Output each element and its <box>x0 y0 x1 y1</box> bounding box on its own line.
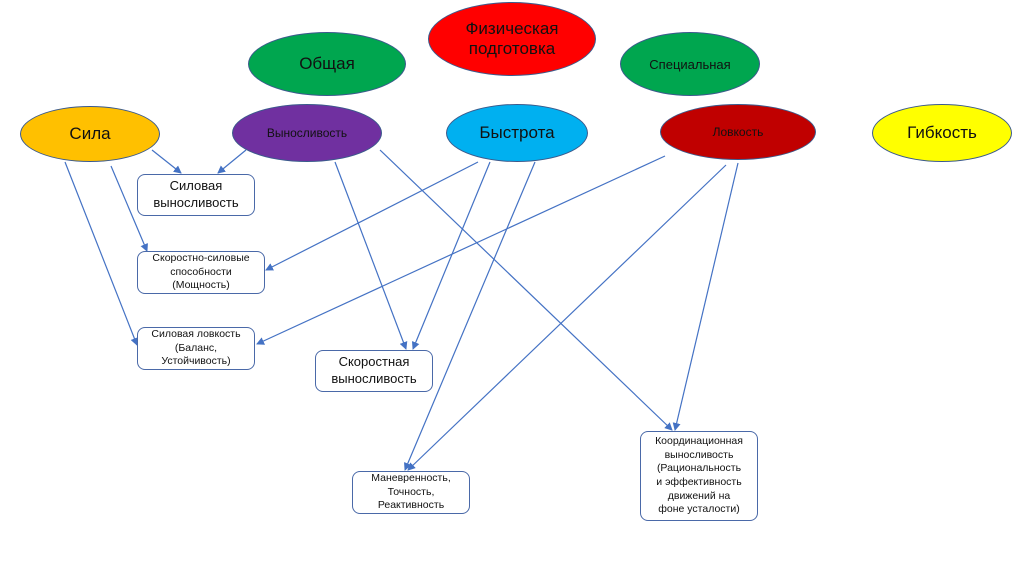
oval-agility: Ловкость <box>660 104 816 160</box>
oval-endurance-label: Выносливость <box>266 126 348 140</box>
oval-agility-label: Ловкость <box>712 125 764 139</box>
oval-physical-training-label: Физическая подготовка <box>465 19 559 58</box>
arrow-speed-to-maneuverability <box>404 161 536 471</box>
arrow-agility-to-strength_agility <box>256 155 666 345</box>
oval-endurance: Выносливость <box>232 104 382 162</box>
arrow-speed-to-speed_strength <box>265 161 479 271</box>
box-speed-strength: Скоростно-силовые способности (Мощность) <box>137 251 265 294</box>
box-speed-endurance: Скоростная выносливость <box>315 350 433 392</box>
box-strength-agility: Силовая ловкость (Баланс, Устойчивость) <box>137 327 255 370</box>
arrow-endurance-to-coordination_endurance <box>379 149 673 431</box>
oval-special: Специальная <box>620 32 760 96</box>
oval-strength-label: Сила <box>69 124 111 143</box>
box-maneuverability-label: Маневренность, Точность, Реактивность <box>371 472 451 512</box>
box-maneuverability: Маневренность, Точность, Реактивность <box>352 471 470 514</box>
arrow-speed-to-speed_endurance <box>411 161 491 350</box>
oval-flexibility-label: Гибкость <box>907 123 977 142</box>
arrow-endurance-to-strength_endurance <box>217 149 247 174</box>
arrow-agility-to-coordination_endurance <box>672 162 739 431</box>
oval-speed-label: Быстрота <box>479 123 555 142</box>
box-coordination-endurance-label: Координационная выносливость (Рациональн… <box>655 435 743 516</box>
box-speed-endurance-label: Скоростная выносливость <box>331 354 417 386</box>
oval-strength: Сила <box>20 106 160 162</box>
arrow-strength-to-speed_strength <box>110 165 148 252</box>
arrow-agility-to-maneuverability <box>407 164 727 471</box>
box-strength-agility-label: Силовая ловкость (Баланс, Устойчивость) <box>151 328 241 368</box>
oval-speed: Быстрота <box>446 104 588 162</box>
oval-general: Общая <box>248 32 406 96</box>
box-speed-strength-label: Скоростно-силовые способности (Мощность) <box>152 252 250 292</box>
arrow-strength-to-strength_agility <box>64 161 139 346</box>
oval-general-label: Общая <box>299 54 355 73</box>
arrow-strength-to-strength_endurance <box>151 149 182 174</box>
arrow-endurance-to-speed_endurance <box>334 161 408 350</box>
oval-physical-training: Физическая подготовка <box>428 2 596 76</box>
box-coordination-endurance: Координационная выносливость (Рациональн… <box>640 431 758 521</box>
box-strength-endurance: Силовая выносливость <box>137 174 255 216</box>
oval-special-label: Специальная <box>649 56 731 72</box>
oval-flexibility: Гибкость <box>872 104 1012 162</box>
box-strength-endurance-label: Силовая выносливость <box>153 178 239 210</box>
